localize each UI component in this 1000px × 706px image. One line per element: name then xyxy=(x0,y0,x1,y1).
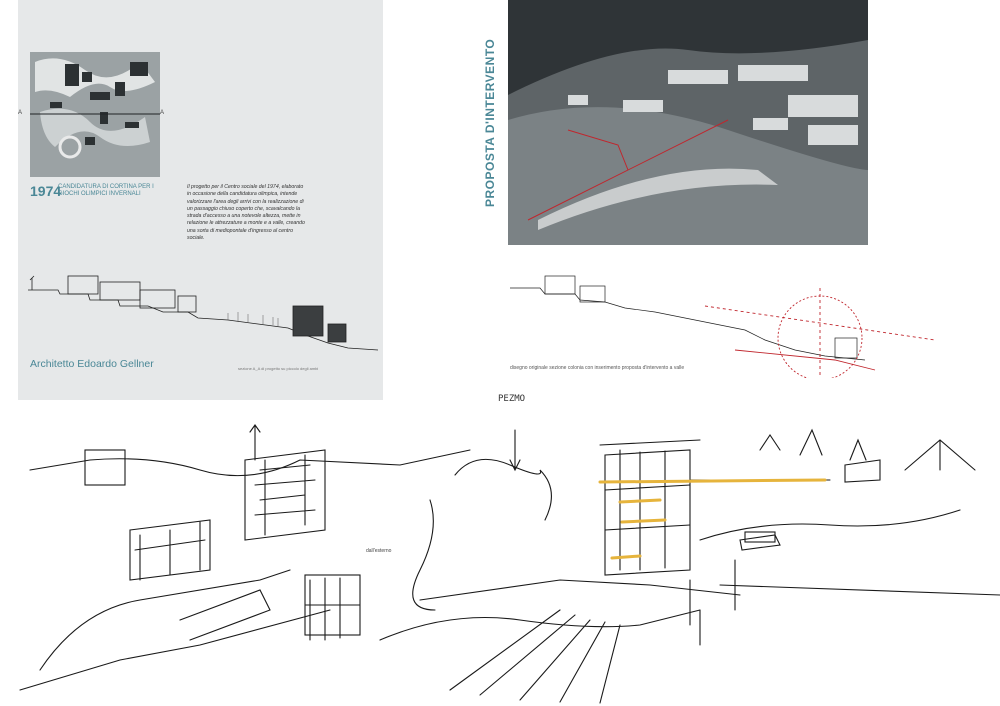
section-caption: sezione A_A di progetto su piccolo degli… xyxy=(238,366,319,371)
candidature-title: CANDIDATURA DI CORTINA PER I GIOCHI OLIM… xyxy=(58,184,154,197)
site-plan-image xyxy=(30,52,160,177)
architect-name: Architetto Edoardo Gellner xyxy=(30,358,154,370)
section-drawing-right xyxy=(510,275,936,378)
project-year: 1974 xyxy=(30,183,62,199)
sketch-label: PEZMO xyxy=(498,394,526,404)
aerial-photo xyxy=(508,0,868,245)
proposal-title: PROPOSTA D'INTERVENTO xyxy=(483,38,497,207)
section-marker-a-left: A xyxy=(18,110,23,116)
sketch-note: dall'esterno xyxy=(366,548,392,554)
proposal-caption: disegno originale sezione colonia con in… xyxy=(510,365,685,371)
section-drawing-left xyxy=(28,275,379,351)
project-description: Il progetto per il Centro sociale del 19… xyxy=(187,184,305,242)
hand-sketch xyxy=(19,424,1000,704)
section-marker-a-right: A xyxy=(160,110,165,116)
